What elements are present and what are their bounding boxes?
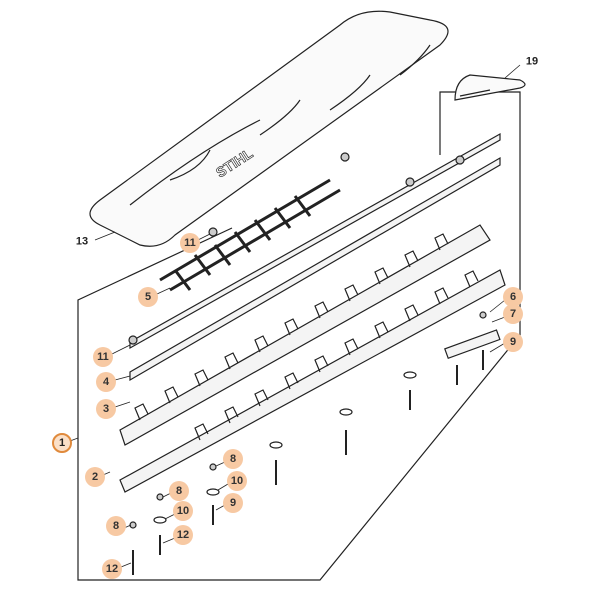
callout-10: 10 — [227, 471, 247, 491]
callout-5: 5 — [138, 287, 158, 307]
callout-11: 11 — [180, 233, 200, 253]
callout-1: 1 — [52, 433, 72, 453]
callout-7: 7 — [503, 304, 523, 324]
callout-19: 19 — [525, 55, 539, 68]
callout-3: 3 — [96, 399, 116, 419]
cutter-blade-2 — [119, 269, 506, 493]
callout-12: 12 — [173, 525, 193, 545]
callout-12: 12 — [102, 559, 122, 579]
bolts — [132, 350, 484, 575]
callout-13: 13 — [75, 235, 89, 248]
callout-6: 6 — [503, 287, 523, 307]
washers — [153, 371, 417, 524]
plate-9 — [444, 329, 501, 360]
callout-4: 4 — [96, 372, 116, 392]
callout-9: 9 — [223, 493, 243, 513]
cutter-blade-3 — [119, 224, 491, 446]
callout-2: 2 — [85, 467, 105, 487]
gear-blade-5 — [159, 178, 341, 292]
cover-part-19 — [454, 74, 526, 101]
nuts — [128, 152, 487, 529]
callout-9: 9 — [503, 332, 523, 352]
guide-bar-4 — [129, 156, 501, 382]
callout-8: 8 — [223, 449, 243, 469]
callout-8: 8 — [169, 481, 189, 501]
callout-11: 11 — [93, 347, 113, 367]
callout-10: 10 — [173, 501, 193, 521]
blade-teeth — [134, 233, 479, 441]
callout-8: 8 — [106, 516, 126, 536]
